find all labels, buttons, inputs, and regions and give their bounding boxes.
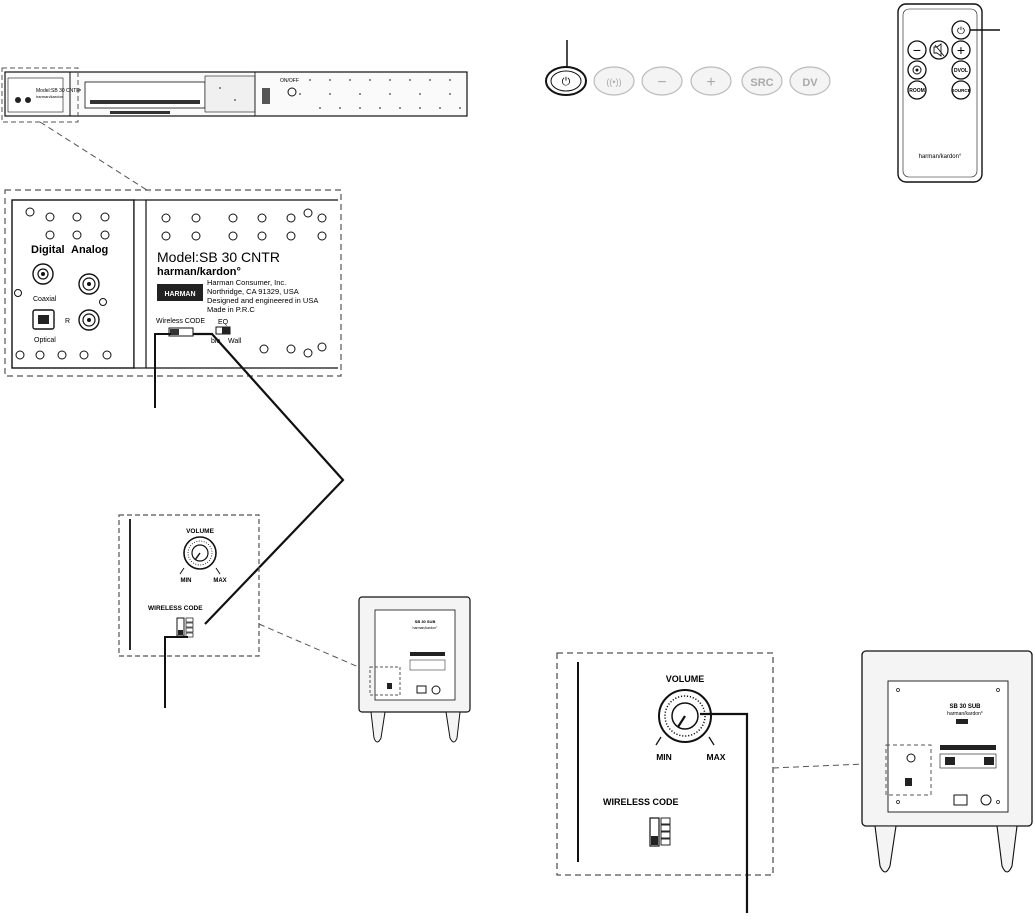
large-sub-model: SB 30 SUB (949, 704, 981, 710)
analog-label: Analog (71, 244, 108, 256)
svg-text:+: + (706, 74, 715, 91)
remote-dvol-button[interactable]: DVOL (951, 60, 971, 80)
coaxial-label: Coaxial (33, 296, 57, 303)
large-wireless-code-switch[interactable] (649, 817, 671, 847)
remote-power-button[interactable]: ⏻ (951, 20, 971, 40)
zoom-leader-line (39, 121, 151, 193)
large-volume-label: VOLUME (666, 674, 705, 684)
eq-right-label: Wall (228, 338, 242, 345)
large-min-label: MIN (656, 752, 672, 762)
svg-text:SRC: SRC (750, 77, 773, 89)
sub-panel-large: VOLUME MIN MAX WIRELESS CODE (556, 652, 774, 913)
remote-mute-button[interactable] (929, 40, 949, 60)
remote-volume-up-button[interactable]: + (951, 40, 971, 60)
optical-label: Optical (34, 337, 56, 344)
model-label: Model:SB 30 CNTR (157, 249, 280, 265)
large-wireless-code-label: WIRELESS CODE (603, 797, 679, 807)
small-min-label: MIN (181, 578, 192, 584)
address-line-4: Made in P.R.C (207, 305, 255, 314)
soundbar-code-callout (154, 333, 171, 408)
small-sub-model: SB 30 SUB (415, 619, 436, 624)
subwoofer-large: SB 30 SUB harman/kardon° (861, 650, 1033, 873)
small-wireless-code-label: WIRELESS CODE (148, 605, 203, 612)
svg-text:ROOM: ROOM (909, 88, 925, 94)
large-sub-brand: harman/kardon° (947, 711, 983, 717)
digital-label: Digital (31, 244, 65, 256)
address-line-2: Northridge, CA 91329, USA (207, 287, 299, 296)
harman-logo (157, 284, 203, 301)
power-button[interactable]: ⏻ (545, 66, 587, 96)
svg-text:DVOL: DVOL (954, 68, 968, 74)
source-button[interactable]: SRC (741, 66, 783, 96)
large-max-label: MAX (707, 752, 726, 762)
volume-down-button[interactable]: − (641, 66, 683, 96)
volume-up-button[interactable]: + (690, 66, 732, 96)
svg-text:ON/OFF: ON/OFF (280, 78, 299, 84)
soundbar-rear-strip: ON/OFF Model:SB 30 CNTR harman/kardon (1, 67, 468, 123)
svg-text:((•)): ((•)) (606, 77, 621, 87)
soundbar-panel-zoom: Digital Analog Coaxial Optical R Model:S… (4, 189, 342, 377)
remote-control: ⏻ − + DVOL ROOM SOURCE (897, 3, 1000, 183)
dv-button[interactable]: DV (789, 66, 831, 96)
eq-left-label: ble (211, 338, 220, 345)
svg-text:harman/kardon: harman/kardon (36, 94, 63, 99)
small-wireless-code-switch[interactable] (176, 617, 194, 638)
svg-text:⏻: ⏻ (957, 26, 965, 37)
eq-label: EQ (218, 319, 229, 326)
sub-code-callout (164, 636, 188, 708)
svg-text:SOURCE: SOURCE (951, 88, 970, 93)
small-volume-knob[interactable] (183, 536, 217, 570)
small-volume-label: VOLUME (186, 528, 214, 535)
soundbar-front-buttons: ⏻ ((•)) − + SRC DV (545, 40, 831, 96)
wireless-button[interactable]: ((•)) (593, 66, 635, 96)
code-match-line (193, 332, 345, 625)
svg-text:⏻: ⏻ (562, 76, 571, 88)
subwoofer-small: SB 30 SUB harman/kardon° (358, 596, 471, 743)
svg-text:DV: DV (802, 77, 818, 89)
large-volume-knob[interactable] (658, 689, 712, 743)
panel-brand: harman/kardon° (157, 266, 241, 278)
wireless-code-label: Wireless CODE (156, 318, 205, 325)
remote-volume-down-button[interactable]: − (907, 40, 927, 60)
small-max-label: MAX (213, 578, 226, 584)
small-sub-leader-line (258, 623, 371, 673)
svg-text:Model:SB 30 CNTR: Model:SB 30 CNTR (36, 88, 80, 94)
remote-source-button[interactable]: SOURCE (951, 80, 971, 100)
small-sub-brand: harman/kardon° (413, 626, 439, 630)
svg-text:+: + (957, 42, 965, 58)
r-label: R (65, 318, 70, 325)
address-line-3: Designed and engineered in USA (207, 296, 318, 305)
remote-wireless-button[interactable] (907, 60, 927, 80)
volume-callout (700, 712, 749, 913)
remote-room-button[interactable]: ROOM (907, 80, 927, 100)
wireless-code-switch[interactable] (168, 327, 194, 337)
remote-brand: harman/kardon° (919, 154, 962, 160)
sub-panel-small: VOLUME MIN MAX WIRELESS CODE (118, 514, 260, 708)
svg-text:−: − (657, 74, 666, 91)
address-line-1: Harman Consumer, Inc. (207, 278, 286, 287)
svg-text:−: − (913, 42, 921, 58)
svg-text:HARMAN: HARMAN (164, 291, 195, 298)
